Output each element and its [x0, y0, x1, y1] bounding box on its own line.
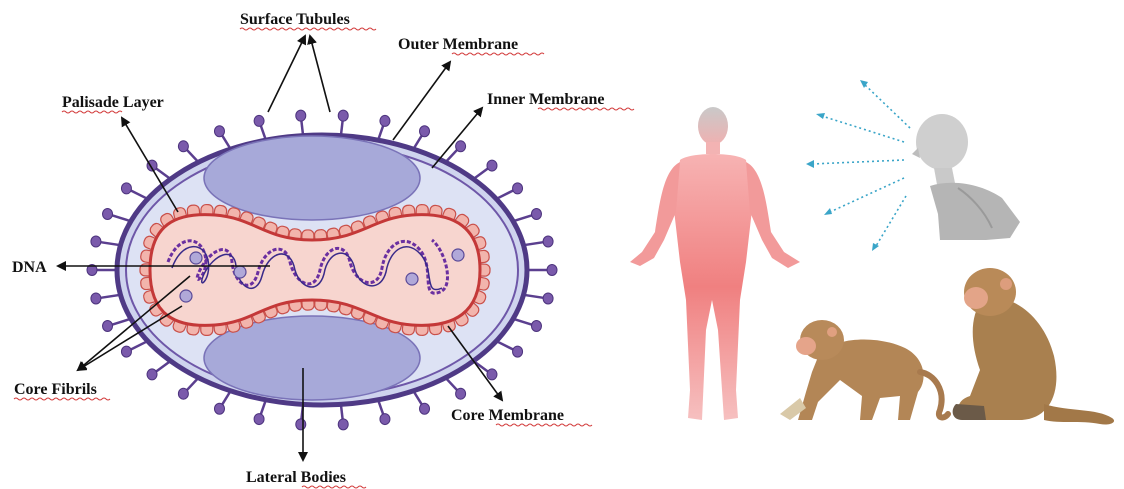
macaque-sitting — [953, 268, 1114, 425]
surface-tubule-tip — [214, 403, 224, 414]
label-lateral-bodies: Lateral Bodies — [246, 469, 346, 486]
label-dna: DNA — [12, 259, 47, 276]
surface-tubule-tip — [547, 265, 557, 276]
surface-tubule-stalk — [413, 134, 422, 149]
virion — [87, 110, 557, 430]
surface-tubule-tip — [296, 419, 306, 430]
label-palisade-layer: Palisade Layer — [62, 94, 164, 111]
label-inner-membrane: Inner Membrane — [487, 91, 604, 108]
surface-tubule-tip — [338, 419, 348, 430]
surface-tubule-tip — [487, 369, 497, 380]
surface-tubule-stalk — [473, 168, 489, 179]
surface-tubule-stalk — [524, 242, 545, 245]
surface-tubule-stalk — [446, 149, 459, 163]
macaque-walking — [780, 320, 948, 420]
surface-tubule-tip — [103, 209, 113, 220]
surface-tubule-stalk — [513, 319, 533, 325]
surface-tubule-tip — [103, 320, 113, 331]
surface-tubule-stalk — [111, 215, 131, 221]
human-figure — [630, 107, 800, 420]
label-core-fibrils: Core Fibrils — [14, 381, 97, 398]
surface-tubule-stalk — [524, 295, 545, 298]
surface-tubule-tip — [543, 236, 553, 247]
surface-tubule-tip — [121, 183, 131, 194]
surface-tubule-stalk — [496, 190, 514, 199]
surface-tubule-stalk — [100, 295, 121, 298]
droplet-spray — [812, 84, 910, 246]
surface-tubule-tip — [487, 160, 497, 171]
surface-tubule-tip — [91, 293, 101, 304]
surface-tubule-stalk — [155, 361, 171, 372]
surface-tubule-tip — [254, 414, 264, 425]
surface-tubule-stalk — [186, 378, 199, 392]
surface-tubule-tip — [296, 110, 306, 121]
surface-tubule-stalk — [100, 242, 121, 245]
surface-tubule-tip — [420, 126, 430, 137]
surface-tubule-stalk — [446, 378, 459, 392]
surface-tubule-tip — [513, 346, 523, 357]
surface-tubule-tip — [338, 110, 348, 121]
label-surface-tubules: Surface Tubules — [240, 11, 350, 28]
surface-tubule-tip — [380, 115, 390, 126]
label-core-membrane: Core Membrane — [451, 407, 564, 424]
surface-tubule-stalk — [413, 391, 422, 406]
label-outer-membrane: Outer Membrane — [398, 36, 518, 53]
surface-tubule-stalk — [221, 391, 230, 406]
surface-tubule-tip — [380, 414, 390, 425]
surface-tubule-stalk — [221, 134, 230, 149]
surface-tubule-stalk — [513, 215, 533, 221]
surface-tubule-tip — [178, 141, 188, 152]
surface-tubule-tip — [91, 236, 101, 247]
surface-tubule-stalk — [130, 341, 148, 350]
surface-tubule-stalk — [186, 149, 199, 163]
surface-tubule-stalk — [130, 190, 148, 199]
person-sneezing — [912, 114, 1020, 240]
surface-tubule-tip — [531, 209, 541, 220]
surface-tubule-stalk — [496, 341, 514, 350]
lateral-body-top — [204, 136, 420, 220]
surface-tubule-tip — [531, 320, 541, 331]
surface-tubule-tip — [178, 388, 188, 399]
surface-tubule-stalk — [111, 319, 131, 325]
surface-tubule-tip — [254, 115, 264, 126]
surface-tubule-tip — [543, 293, 553, 304]
surface-tubule-tip — [456, 388, 466, 399]
surface-tubule-tip — [147, 369, 157, 380]
surface-tubule-tip — [456, 141, 466, 152]
droplet-arrowheads — [806, 80, 879, 251]
surface-tubule-tip — [420, 403, 430, 414]
surface-tubule-tip — [513, 183, 523, 194]
surface-tubule-tip — [121, 346, 131, 357]
surface-tubule-tip — [214, 126, 224, 137]
